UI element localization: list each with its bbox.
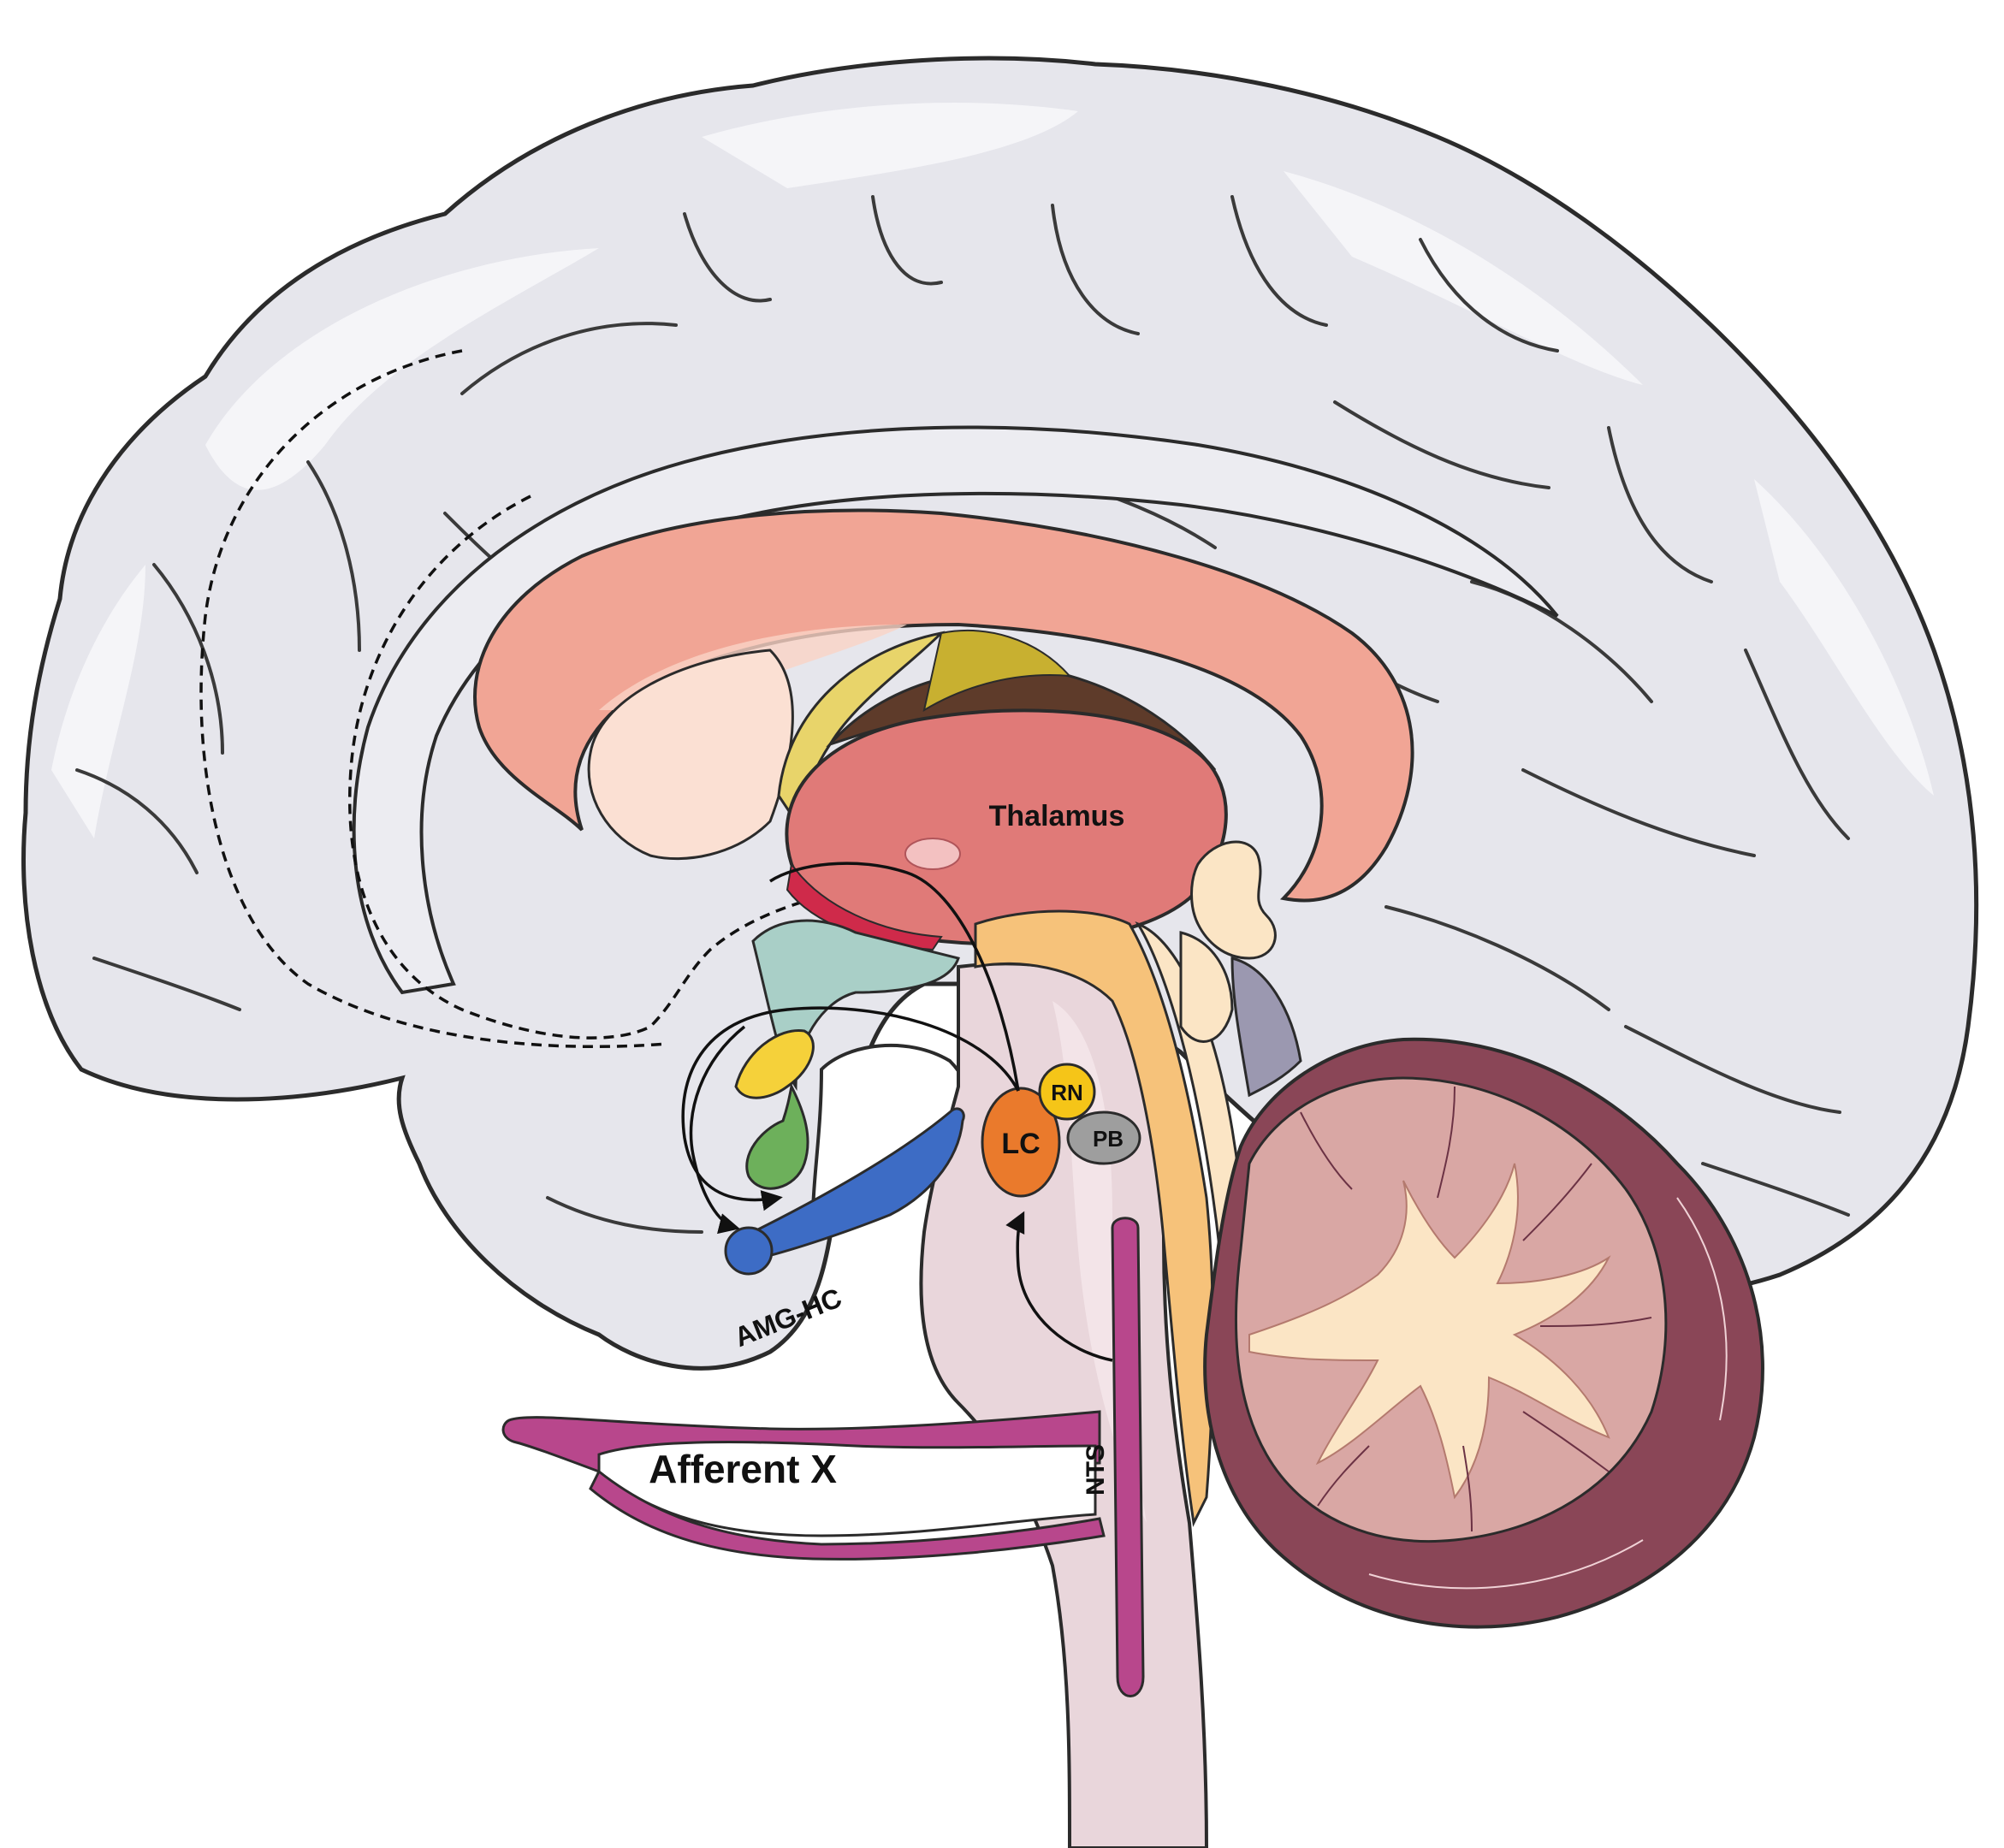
thalamus: Thalamus [785,708,1228,946]
fourth-ventricle-region [1230,957,1302,1098]
cerebellar-peduncle [974,909,1214,1527]
locus-coeruleus [981,1087,1061,1198]
lc-label: LC [1001,1128,1040,1160]
dashed-pathway-inner [348,495,994,1070]
nts-label: NTS [1082,1444,1110,1496]
pituitary [745,1082,809,1190]
parabrachial-nucleus [1066,1111,1141,1165]
raphe-nucleus [1038,1063,1096,1121]
amygdala [724,1226,774,1276]
projection-arrows [681,862,1113,1362]
arrow-lc-to-thalamus [769,862,1020,1092]
vagus-nerve: Afferent X NTS [501,1217,1145,1697]
anterior-commissure-strip [786,862,943,951]
rn-label: RN [1051,1080,1083,1105]
pineal-region [1190,840,1277,960]
arrow-nts-to-lc [1005,1211,1113,1362]
arrow-lc-to-amygdala [689,1025,746,1235]
thalamus-label: Thalamus [989,800,1125,832]
massa-intermedia [904,838,961,870]
arrow-lc-to-amygdala-loop [681,1006,1020,1211]
pb-label: PB [1093,1126,1124,1152]
afferent-x-label: Afferent X [649,1447,837,1491]
nts-column [1111,1217,1145,1697]
brainstem-nuclei: LC RN PB [981,1063,1141,1198]
cerebellum [1203,1037,1764,1629]
dashed-pathway-outer [199,349,668,1049]
optic-chiasm [734,1028,815,1099]
